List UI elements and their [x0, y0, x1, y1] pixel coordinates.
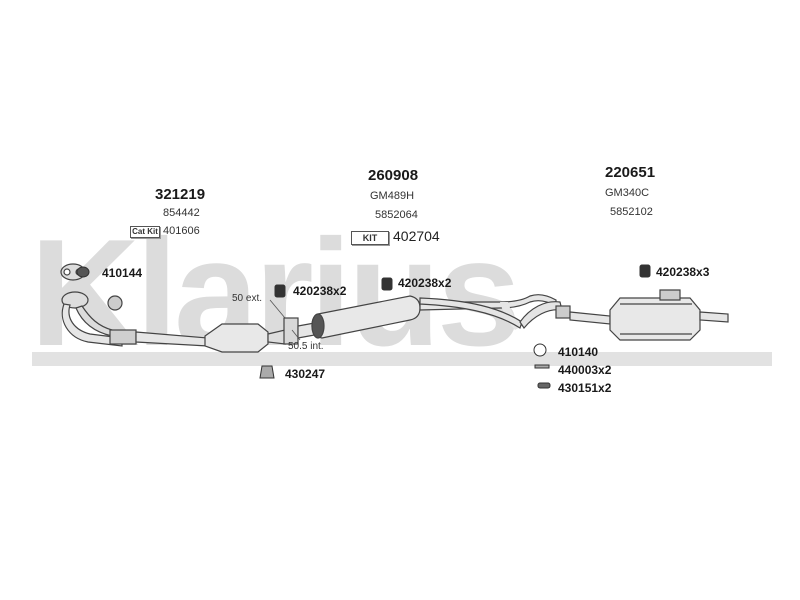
fittings-icons	[76, 264, 651, 389]
oe-ref-854442: 854442	[163, 207, 200, 219]
bolt-440003-icon	[534, 364, 550, 369]
fitting-410144: 410144	[102, 266, 143, 280]
fitting-420238x2-second: 420238x2	[398, 276, 452, 290]
flex-section	[109, 329, 137, 345]
rear-connector	[555, 305, 571, 319]
rear-inlet-pipe	[569, 311, 611, 325]
centre-silencer	[311, 294, 563, 339]
oe-ref-GM489H: GM489H	[370, 190, 415, 202]
kit-badge: KIT	[351, 231, 389, 245]
rear-tailpipe	[699, 311, 729, 323]
part-number-220651: 220651	[605, 164, 656, 181]
kit-number-401606: 401606	[163, 225, 200, 237]
fitting-430151x2: 430151x2	[558, 381, 612, 395]
note-50-5-int: 50.5 int.	[288, 341, 324, 352]
rear-box-hanger	[659, 289, 681, 301]
front-gasket-hole-1	[63, 268, 71, 276]
cat-body	[204, 323, 269, 353]
note-50-ext: 50 ext.	[232, 293, 263, 304]
fitting-420238x2-first: 420238x2	[293, 284, 347, 298]
mount-430247-icon	[259, 365, 275, 379]
downpipe-sensor	[107, 295, 123, 311]
int-leader	[291, 329, 301, 341]
fitting-420238x3: 420238x3	[656, 265, 710, 279]
part-number-260908: 260908	[368, 167, 419, 184]
cat-kit-badge: Cat Kit	[130, 226, 160, 238]
clamp-420238-3-icon	[639, 264, 651, 278]
fitting-410140: 410140	[558, 345, 599, 359]
ring-410140-icon	[533, 343, 547, 357]
fitting-430247: 430247	[285, 367, 326, 381]
kit-number-402704: 402704	[393, 228, 440, 244]
rear-box-body	[609, 297, 701, 341]
rubber-430151-icon	[537, 382, 551, 389]
watermark-text: Klarius	[30, 208, 517, 378]
part-number-321219: 321219	[155, 186, 206, 203]
gasket-410144-icon	[76, 266, 90, 278]
silencer-front-cap	[311, 313, 325, 339]
front-pipe	[60, 263, 209, 347]
dimension-marks	[269, 299, 301, 341]
ext-leader	[269, 299, 286, 319]
fitting-440003x2: 440003x2	[558, 363, 612, 377]
watermark-bar	[32, 352, 772, 366]
oe-ref-5852102: 5852102	[610, 206, 653, 218]
oe-ref-GM340C: GM340C	[605, 187, 650, 199]
downpipe-body	[61, 303, 123, 347]
clamp-420238-1-icon	[274, 284, 286, 298]
oe-ref-5852064: 5852064	[375, 209, 418, 221]
manifold-flange	[61, 291, 89, 309]
rear-silencer	[555, 289, 729, 341]
clamp-420238-2-icon	[381, 277, 393, 291]
